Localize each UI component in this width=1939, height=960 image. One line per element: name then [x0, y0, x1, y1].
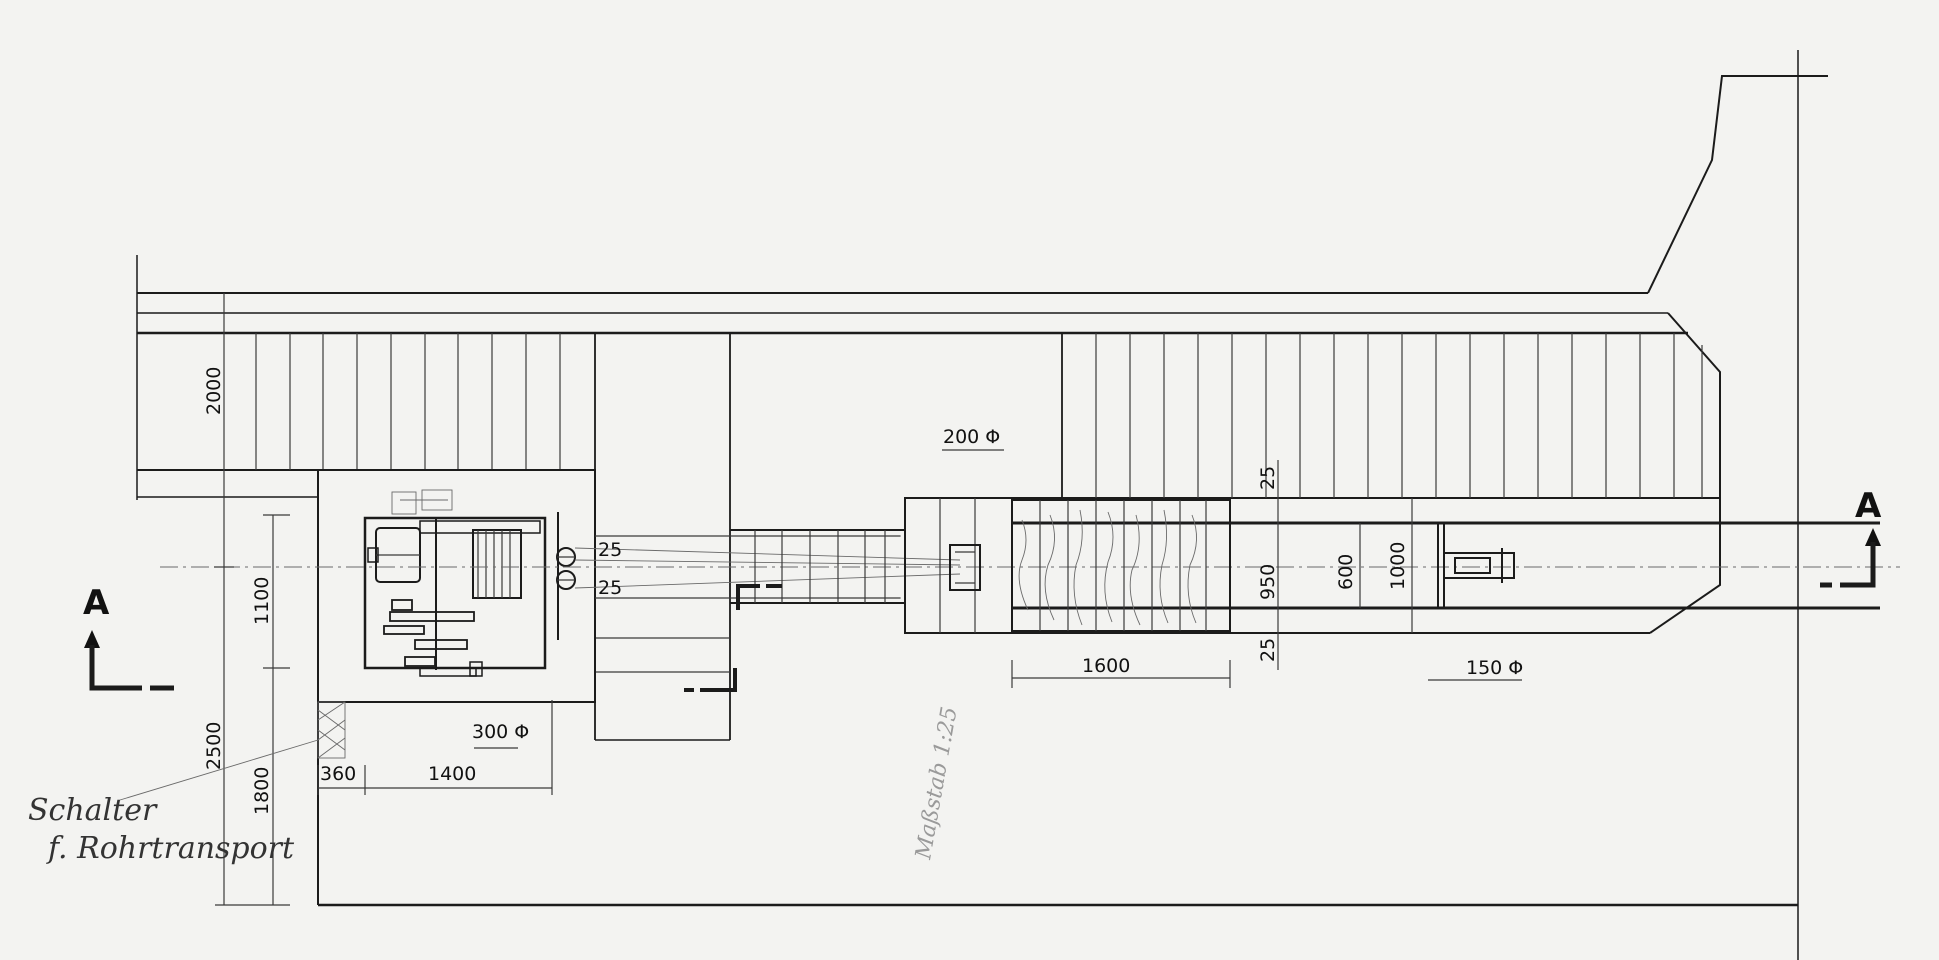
faint-pencil-note: Maßstab 1:25	[911, 705, 963, 862]
dim-150: 150 Φ	[1466, 657, 1523, 679]
timber-stack	[1011, 499, 1231, 632]
arrow-up-icon	[1865, 528, 1881, 546]
dim-300: 300 Φ	[472, 721, 529, 743]
dim-25-left-top: 25	[598, 539, 622, 561]
handwritten-note-line2: f. Rohrtransport	[46, 831, 295, 866]
dim-1100: 1100	[251, 577, 273, 625]
note-leader-line	[119, 739, 319, 801]
return-pulley	[1437, 522, 1515, 609]
dim-2000: 2000	[203, 367, 225, 415]
building-outline	[136, 50, 1828, 960]
section-label-left: A	[83, 583, 110, 623]
dim-2500: 2500	[203, 722, 225, 770]
winch-room	[317, 469, 596, 759]
dimension-lines	[214, 293, 1522, 906]
dim-200: 200 Φ	[943, 426, 1000, 448]
dim-1000: 1000	[1387, 542, 1409, 590]
section-label-right: A	[1855, 486, 1882, 526]
dim-1800: 1800	[251, 767, 273, 815]
section-arrow-left: A	[83, 583, 174, 691]
dim-1400: 1400	[428, 763, 476, 785]
dim-25-left-bottom: 25	[598, 577, 622, 599]
dim-600: 600	[1335, 554, 1357, 590]
right-stairs	[1061, 333, 1703, 498]
rope-lines	[160, 535, 1900, 599]
dim-25-right-top: 25	[1257, 466, 1279, 490]
section-break-marks	[684, 584, 782, 692]
section-arrow-right: A	[1820, 486, 1882, 588]
dim-25-right-bottom: 25	[1257, 638, 1279, 662]
dim-360: 360	[320, 763, 356, 785]
left-stairs	[137, 333, 731, 741]
conveyor	[730, 529, 905, 604]
arrow-up-icon	[84, 630, 100, 648]
dim-1600: 1600	[1082, 655, 1130, 677]
dim-950: 950	[1257, 564, 1279, 600]
handwritten-note-line1: Schalter	[28, 793, 158, 828]
